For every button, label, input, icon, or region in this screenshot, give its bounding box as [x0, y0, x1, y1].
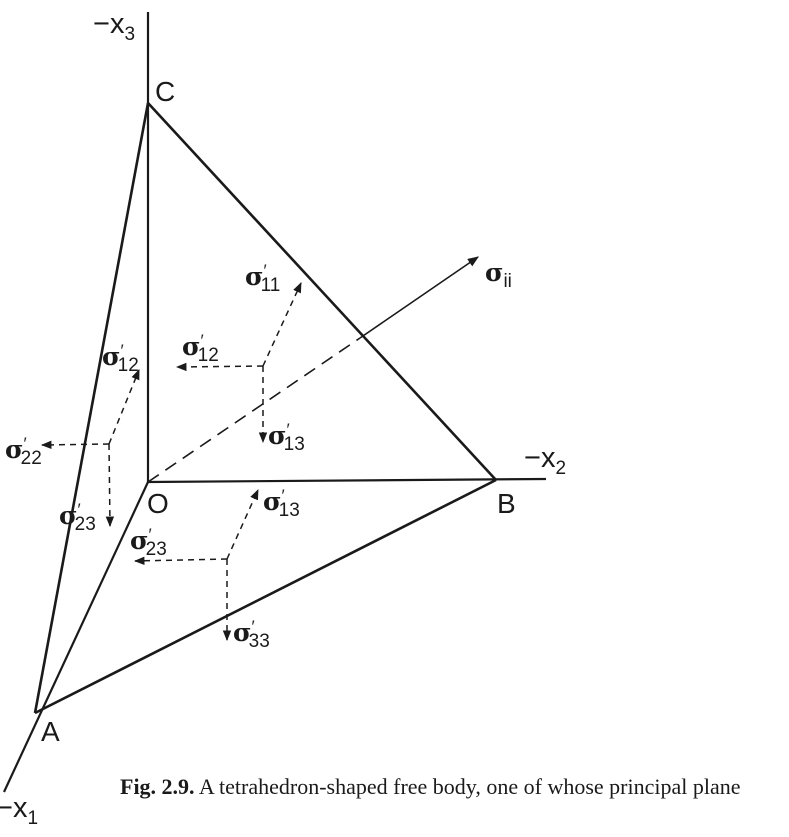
- edge-AB: [34, 478, 497, 715]
- sigma23-oab-label: σ′23: [130, 525, 167, 560]
- sigma12-oca-arrow: [108, 369, 140, 445]
- x2-axis-label: −x2: [524, 442, 566, 479]
- sigma33-label: σ′33: [233, 617, 270, 652]
- sigma23-oab-arrow: [133, 556, 228, 565]
- sigma22-label: σ′22: [5, 434, 42, 469]
- x2-axis-line: [147, 477, 547, 484]
- sigma23-oca-arrow: [105, 443, 115, 528]
- sigma11-label: σ′11: [245, 261, 280, 296]
- sigma23-oca-label: σ′23: [59, 500, 96, 535]
- point-C-label: C: [155, 76, 175, 107]
- x1-axis-label: −x1: [0, 792, 38, 829]
- edge-CB: [147, 102, 497, 481]
- figure-caption: Fig. 2.9. A tetrahedron-shaped free body…: [120, 773, 785, 800]
- point-O-label: O: [147, 488, 169, 519]
- caption-text: A tetrahedron-shaped free body, one of w…: [198, 774, 741, 799]
- principal-normal-hidden: [147, 337, 361, 483]
- sigma-ii-label: σii: [485, 258, 512, 292]
- sigma13-oab-arrow: [226, 489, 259, 560]
- sigma13-oab-label: σ′13: [263, 486, 300, 521]
- sigma12-abc-label: σ′12: [182, 331, 219, 366]
- x1-axis-line: [3, 481, 149, 793]
- sigma12-abc-arrow: [175, 362, 264, 372]
- sigma11-arrow: [262, 282, 302, 367]
- sigma-ii-arrow: [359, 256, 479, 339]
- figure-number: Fig. 2.9.: [120, 774, 195, 799]
- edge-AC: [33, 102, 150, 714]
- point-B-label: B: [497, 488, 516, 519]
- sigma13-abc-label: σ′13: [268, 420, 305, 455]
- x3-axis-label: −x3: [93, 8, 135, 45]
- sigma22-arrow: [40, 440, 110, 450]
- point-A-label: A: [41, 716, 60, 747]
- sigma12-oca-label: σ′12: [102, 341, 139, 376]
